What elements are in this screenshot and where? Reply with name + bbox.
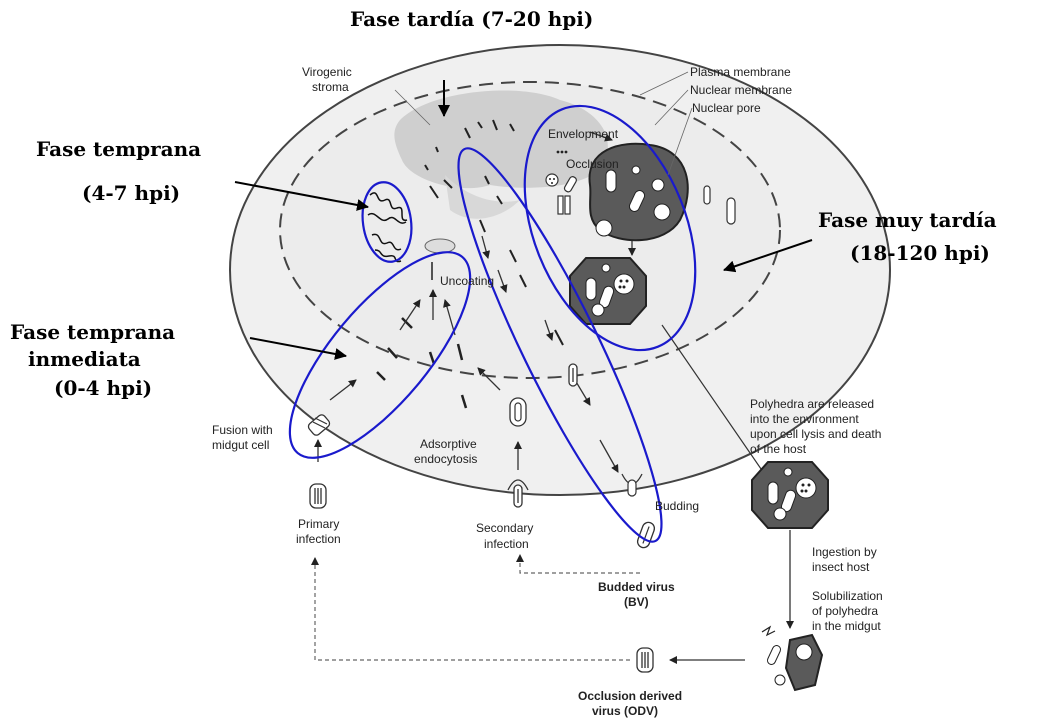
label-solubilization-line1: Solubilization [812, 589, 883, 603]
label-odv-line1: Occlusion derived [578, 689, 682, 703]
released-polyhedron [752, 462, 828, 528]
label-fusion-line1: Fusion with [212, 423, 273, 437]
nuclear-polyhedron-2 [570, 258, 646, 324]
label-released-line1: Polyhedra are released [750, 397, 874, 411]
label-ingestion-line2: insect host [812, 560, 870, 574]
primary-odv-virion [310, 484, 326, 508]
feedback-paths [315, 555, 640, 660]
label-secondary-line2: infection [484, 537, 529, 551]
label-adsorptive-line1: Adsorptive [420, 437, 477, 451]
label-fusion-line2: midgut cell [212, 438, 269, 452]
label-occlusion: Occlusion [566, 157, 619, 171]
title-very-late-line2: (18-120 hpi) [850, 241, 990, 265]
endocytosed-virion [510, 398, 526, 426]
label-bv-line2: (BV) [624, 595, 649, 609]
label-plasma-membrane: Plasma membrane [690, 65, 791, 79]
title-immediate-line1: Fase temprana [10, 320, 175, 344]
label-solubilization-line2: of polyhedra [812, 604, 878, 618]
label-released-line2: into the environment [750, 412, 859, 426]
title-late-phase: Fase tardía (7-20 hpi) [350, 7, 593, 31]
label-primary-line2: infection [296, 532, 341, 546]
title-immediate-line3: (0-4 hpi) [54, 376, 152, 400]
odv-virion [637, 648, 653, 672]
title-very-late-line1: Fase muy tardía [818, 208, 997, 232]
label-virogenic: Virogenic [302, 65, 352, 79]
label-primary-line1: Primary [298, 517, 339, 531]
label-bv-line1: Budded virus [598, 580, 675, 594]
label-secondary-line1: Secondary [476, 521, 533, 535]
label-solubilization-line3: in the midgut [812, 619, 881, 633]
label-nuclear-membrane: Nuclear membrane [690, 83, 792, 97]
label-nuclear-pore: Nuclear pore [692, 101, 761, 115]
title-early-phase-line2: (4-7 hpi) [82, 181, 180, 205]
solubilizing-polyhedron [762, 627, 822, 690]
label-uncoating: Uncoating [440, 274, 494, 288]
label-released-line3: upon cell lysis and death [750, 427, 881, 441]
label-ingestion-line1: Ingestion by [812, 545, 877, 559]
title-immediate-line2: inmediata [28, 347, 141, 371]
label-envelopment: Envelopment [548, 127, 619, 141]
label-released-line4: of the host [750, 442, 807, 456]
label-budding: Budding [655, 499, 699, 513]
title-early-phase-line1: Fase temprana [36, 137, 201, 161]
label-odv-line2: virus (ODV) [592, 704, 658, 718]
cytoplasmic-virion [569, 364, 577, 386]
label-stroma: stroma [312, 80, 349, 94]
label-adsorptive-line2: endocytosis [414, 452, 477, 466]
